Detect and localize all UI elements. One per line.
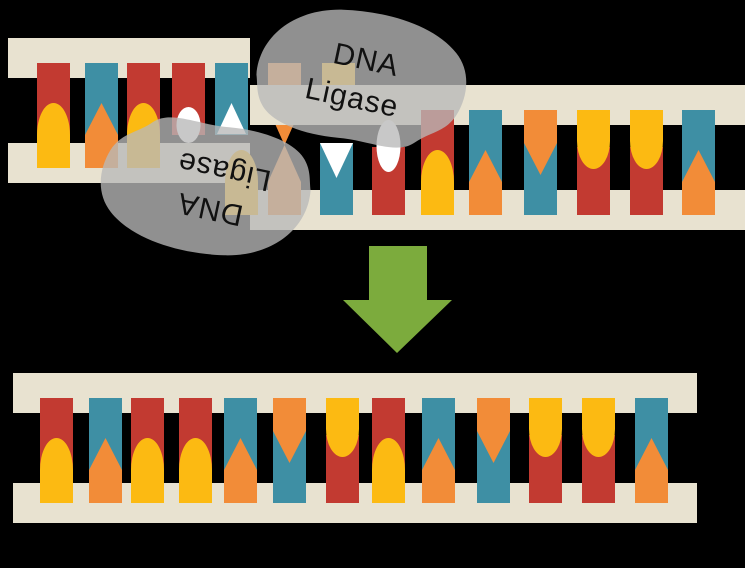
bottom-base-triangle	[635, 438, 668, 503]
base-pair-T_bot_gap	[320, 143, 353, 215]
top-base-yellow-arch	[529, 398, 562, 458]
enzyme-blob-shape	[256, 9, 467, 148]
dna-ligase-enzyme-top	[256, 9, 467, 148]
base-pair-YR	[577, 110, 610, 215]
bottom-base-triangle	[469, 150, 502, 215]
base-pair-OT	[273, 398, 306, 503]
base-pair-YR	[326, 398, 359, 503]
base-pair-TO	[635, 398, 668, 503]
dna-fragment-right	[225, 85, 745, 230]
base-pair-RY	[37, 63, 70, 168]
missing-base-triangle	[217, 103, 246, 134]
base-pair-YR	[582, 398, 615, 503]
top-base-orange-chevron	[477, 398, 510, 463]
base-pair-TO	[682, 110, 715, 215]
dna-duplex-repaired	[13, 373, 697, 523]
base-pair-RY	[40, 398, 73, 503]
top-base-orange-chevron	[273, 398, 306, 463]
enzyme-blob-shape	[100, 117, 311, 256]
base-pair-TO	[422, 398, 455, 503]
ligation-result-arrow-icon	[343, 246, 452, 353]
base-pair-TO	[469, 110, 502, 215]
bottom-base-triangle	[224, 438, 257, 503]
base-pair-OT	[477, 398, 510, 503]
base-pair-RY	[372, 398, 405, 503]
bottom-base-triangle	[422, 438, 455, 503]
bottom-base-arch	[37, 103, 70, 168]
top-base-yellow-arch	[326, 398, 359, 458]
bottom-base-arch	[372, 438, 405, 503]
top-base-yellow-arch	[630, 110, 663, 170]
bottom-base-triangle	[682, 150, 715, 215]
bottom-base-triangle	[89, 438, 122, 503]
top-base-yellow-arch	[577, 110, 610, 170]
base-pair-YR	[529, 398, 562, 503]
bottom-base-arch	[421, 150, 454, 215]
base-pair-T_gap	[215, 63, 248, 135]
bottom-base-arch	[40, 438, 73, 503]
missing-base-vee	[320, 143, 353, 178]
base-pair-RY	[131, 398, 164, 503]
dna-ligase-enzyme-bottom	[100, 117, 311, 256]
top-base-orange-chevron	[524, 110, 557, 175]
base-pair-YR	[630, 110, 663, 215]
base-pair-TO	[224, 398, 257, 503]
top-base-yellow-arch	[582, 398, 615, 458]
base-pair-OT	[524, 110, 557, 215]
bottom-base-arch	[131, 438, 164, 503]
base-pair-TO	[89, 398, 122, 503]
base-pair-RY	[179, 398, 212, 503]
bottom-base-arch	[179, 438, 212, 503]
